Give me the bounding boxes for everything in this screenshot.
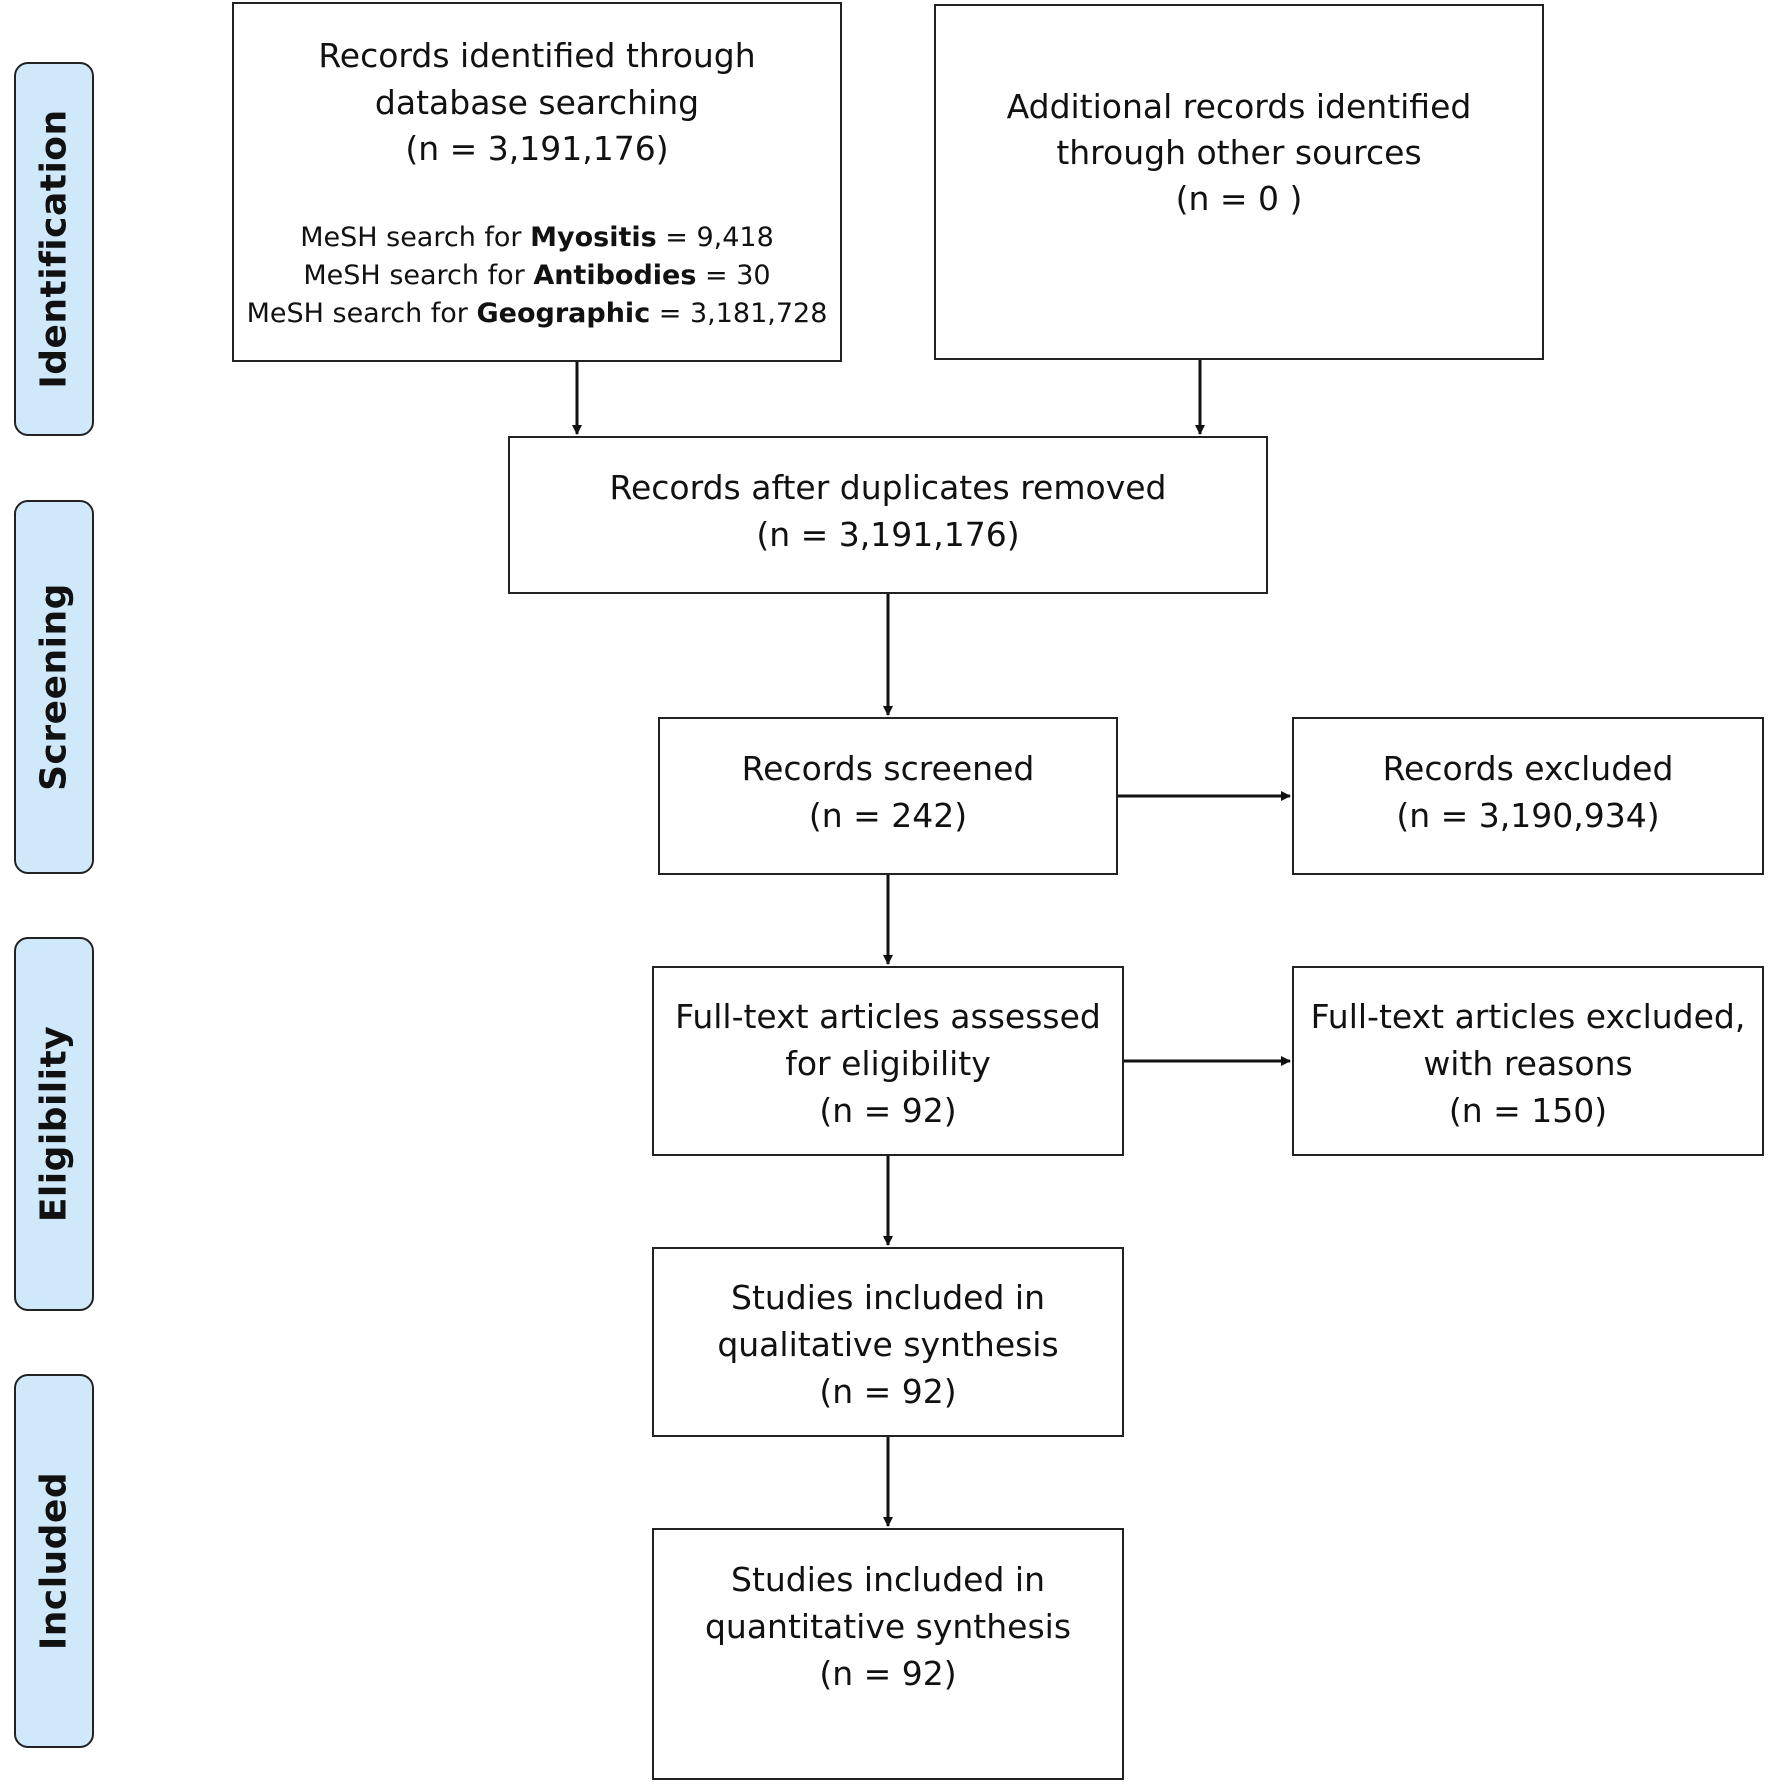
duplicates-removed-line1: Records after duplicates removed xyxy=(609,468,1167,507)
qualitative-synthesis-line2: qualitative synthesis xyxy=(717,1325,1059,1364)
fulltext-assessed-box: Full-text articles assessed for eligibil… xyxy=(652,966,1124,1156)
records-screened-box: Records screened (n = 242) xyxy=(658,717,1118,875)
mesh-geographic-value: = 3,181,728 xyxy=(650,298,828,329)
database-search-box: Records identified through database sear… xyxy=(232,2,842,362)
other-sources-box: Additional records identified through ot… xyxy=(934,4,1544,360)
records-excluded-box: Records excluded (n = 3,190,934) xyxy=(1292,717,1764,875)
records-excluded-line1: Records excluded xyxy=(1382,749,1674,788)
other-sources-line1: Additional records identified xyxy=(1006,87,1472,126)
fulltext-assessed-count: (n = 92) xyxy=(819,1091,957,1130)
mesh-myositis-prefix: MeSH search for xyxy=(300,222,531,253)
quantitative-synthesis-line1: Studies included in xyxy=(731,1560,1045,1599)
quantitative-synthesis-box: Studies included in quantitative synthes… xyxy=(652,1528,1124,1780)
qualitative-synthesis-line1: Studies included in xyxy=(731,1278,1045,1317)
qualitative-synthesis-count: (n = 92) xyxy=(819,1372,957,1411)
mesh-myositis-term: Myositis xyxy=(530,222,657,253)
fulltext-assessed-line2: for eligibility xyxy=(785,1044,991,1083)
mesh-antibodies-term: Antibodies xyxy=(533,260,697,291)
fulltext-excluded-count: (n = 150) xyxy=(1448,1091,1608,1130)
mesh-myositis-value: = 9,418 xyxy=(656,222,774,253)
mesh-geographic-line: MeSH search for Geographic = 3,181,728 xyxy=(234,300,840,327)
fulltext-assessed-line1: Full-text articles assessed xyxy=(675,997,1101,1036)
quantitative-synthesis-count: (n = 92) xyxy=(819,1654,957,1693)
other-sources-line2: through other sources xyxy=(1056,133,1422,172)
stage-included: Included xyxy=(14,1374,94,1748)
database-search-line2: database searching xyxy=(374,83,700,122)
records-screened-count: (n = 242) xyxy=(808,796,968,835)
mesh-myositis-line: MeSH search for Myositis = 9,418 xyxy=(234,224,840,251)
stage-screening: Screening xyxy=(14,500,94,874)
duplicates-removed-count: (n = 3,191,176) xyxy=(756,515,1020,554)
stage-identification: Identification xyxy=(14,62,94,436)
fulltext-excluded-box: Full-text articles excluded, with reason… xyxy=(1292,966,1764,1156)
fulltext-excluded-line2: with reasons xyxy=(1423,1044,1633,1083)
database-search-count: (n = 3,191,176) xyxy=(405,129,669,168)
qualitative-synthesis-box: Studies included in qualitative synthesi… xyxy=(652,1247,1124,1437)
mesh-geographic-term: Geographic xyxy=(476,298,651,329)
mesh-antibodies-value: = 30 xyxy=(696,260,771,291)
records-screened-line1: Records screened xyxy=(741,749,1035,788)
other-sources-count: (n = 0 ) xyxy=(1175,179,1303,218)
quantitative-synthesis-line2: quantitative synthesis xyxy=(704,1607,1072,1646)
stage-eligibility: Eligibility xyxy=(14,937,94,1311)
fulltext-excluded-line1: Full-text articles excluded, xyxy=(1310,997,1746,1036)
mesh-antibodies-line: MeSH search for Antibodies = 30 xyxy=(234,262,840,289)
records-excluded-count: (n = 3,190,934) xyxy=(1396,796,1660,835)
mesh-geographic-prefix: MeSH search for xyxy=(246,298,477,329)
database-search-line1: Records identified through xyxy=(318,36,756,75)
duplicates-removed-box: Records after duplicates removed (n = 3,… xyxy=(508,436,1268,594)
mesh-antibodies-prefix: MeSH search for xyxy=(303,260,534,291)
